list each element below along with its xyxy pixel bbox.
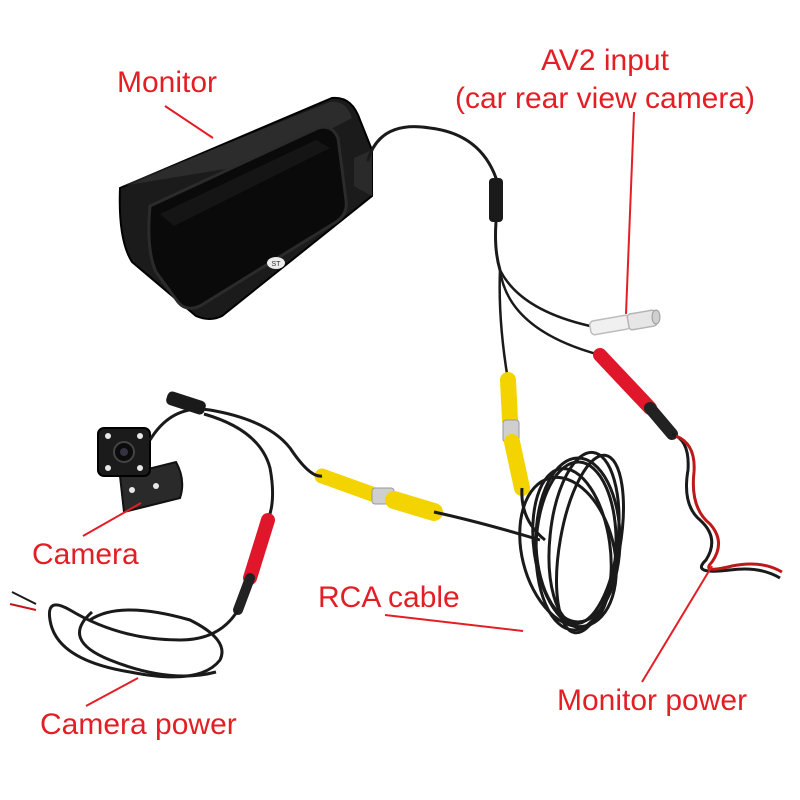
- pointer-monitor: [164, 105, 214, 139]
- camera: [97, 427, 184, 514]
- label-camera: Camera: [32, 538, 139, 571]
- rca-yellow-connectors: [314, 372, 530, 521]
- monitor-logo: ST: [267, 257, 285, 269]
- label-av2-input: AV2 input (car rear view camera): [425, 42, 785, 118]
- monitor-power-connector: [593, 348, 783, 580]
- label-camera-power: Camera power: [40, 708, 237, 741]
- camera-cables: [9, 391, 323, 679]
- label-av2-input-line2: (car rear view camera): [454, 82, 756, 115]
- label-av2-input-line1: AV2 input: [541, 44, 669, 77]
- monitor-logo-text: ST: [272, 261, 282, 268]
- label-monitor: Monitor: [117, 66, 218, 99]
- pointer-camera-power: [85, 677, 139, 707]
- label-rca-cable: RCA cable: [318, 581, 460, 614]
- monitor-cable: [366, 125, 602, 382]
- pointer-monitor-power: [641, 565, 713, 683]
- pointer-rca-cable: [384, 614, 524, 632]
- pointer-av2-input: [625, 111, 635, 315]
- av2-rca-connector: [588, 309, 661, 336]
- rca-cable-coil: [433, 450, 625, 635]
- label-monitor-power: Monitor power: [557, 684, 748, 717]
- label-pointers: [82, 105, 713, 707]
- monitor: ST: [118, 96, 373, 320]
- pointer-camera: [82, 502, 142, 537]
